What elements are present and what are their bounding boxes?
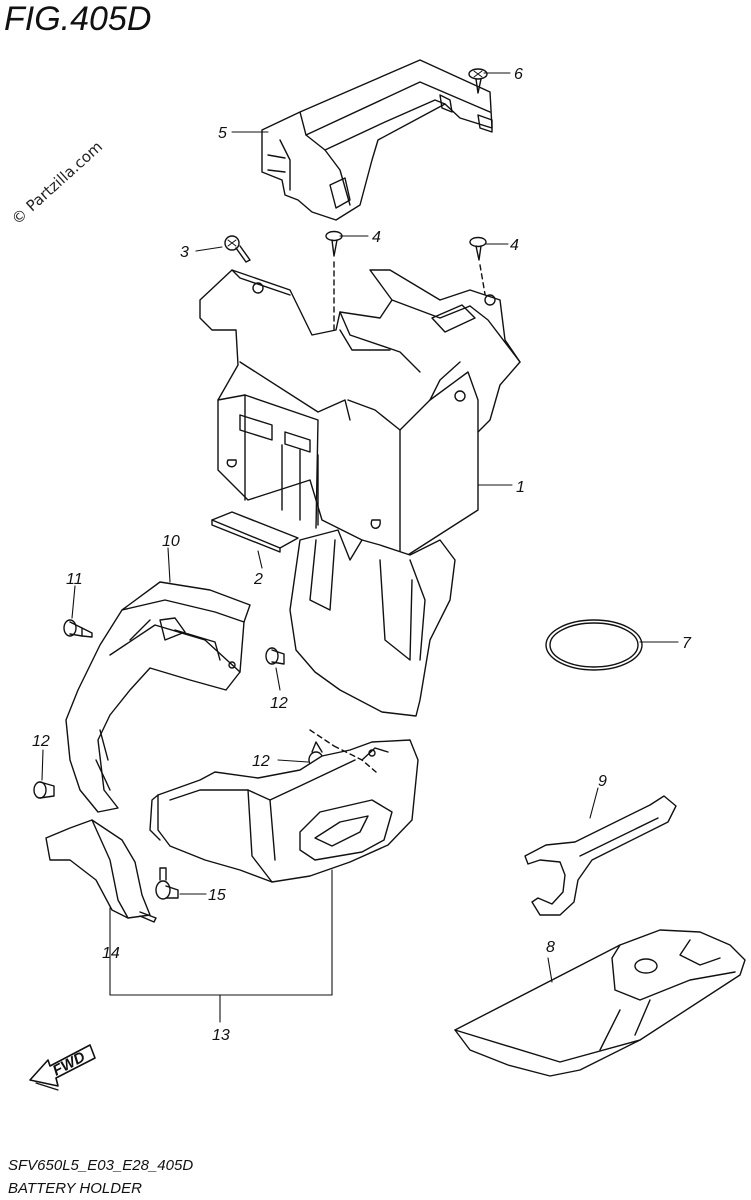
- callout-7[interactable]: 7: [682, 635, 692, 652]
- callout-5[interactable]: 5: [218, 125, 227, 142]
- part-11-bolt[interactable]: [63, 619, 93, 638]
- callout-8[interactable]: 8: [546, 939, 555, 956]
- callout-15[interactable]: 15: [208, 887, 226, 904]
- part-9-spanner[interactable]: [524, 795, 677, 916]
- figure-code: SFV650L5_E03_E28_405D: [8, 1157, 194, 1174]
- callout-4-left[interactable]: 4: [372, 229, 381, 246]
- part-2-pad[interactable]: [211, 511, 299, 553]
- part-1-battery-holder[interactable]: [199, 269, 521, 717]
- callout-2[interactable]: 2: [253, 571, 263, 588]
- part-5-upper-tray[interactable]: [261, 59, 493, 221]
- figure-title: FIG.405D: [4, 0, 152, 38]
- callout-6[interactable]: 6: [514, 66, 523, 83]
- callout-1[interactable]: 1: [516, 479, 525, 496]
- figure-caption: BATTERY HOLDER: [8, 1180, 142, 1197]
- leader-lines: [41, 72, 679, 1023]
- fwd-label: FWD: [50, 1048, 88, 1079]
- part-6-screw[interactable]: [468, 68, 488, 94]
- callout-10[interactable]: 10: [162, 533, 180, 550]
- part-8-tool-bag[interactable]: [454, 929, 746, 1077]
- part-12-bolt-a[interactable]: [265, 647, 285, 665]
- callout-12-a[interactable]: 12: [270, 695, 288, 712]
- part-3-bolt[interactable]: [224, 235, 251, 263]
- part-15-bolt[interactable]: [155, 867, 179, 900]
- callout-12-c[interactable]: 12: [252, 753, 270, 770]
- part-12-bolt-b[interactable]: [33, 781, 55, 799]
- callout-9[interactable]: 9: [598, 773, 607, 790]
- callout-12-b[interactable]: 12: [32, 733, 50, 750]
- part-14-small-cover[interactable]: [45, 819, 157, 923]
- callout-13[interactable]: 13: [212, 1027, 230, 1044]
- fwd-arrow: FWD: [29, 1044, 96, 1091]
- callout-11[interactable]: 11: [66, 571, 83, 588]
- callout-4-right[interactable]: 4: [510, 237, 519, 254]
- part-7-ring[interactable]: [545, 619, 643, 671]
- part-10-side-cover[interactable]: [65, 581, 251, 813]
- callout-3[interactable]: 3: [180, 244, 189, 261]
- part-4-screw-right[interactable]: [469, 236, 487, 301]
- callout-14[interactable]: 14: [102, 945, 120, 962]
- part-13-lower-cover[interactable]: [149, 729, 419, 883]
